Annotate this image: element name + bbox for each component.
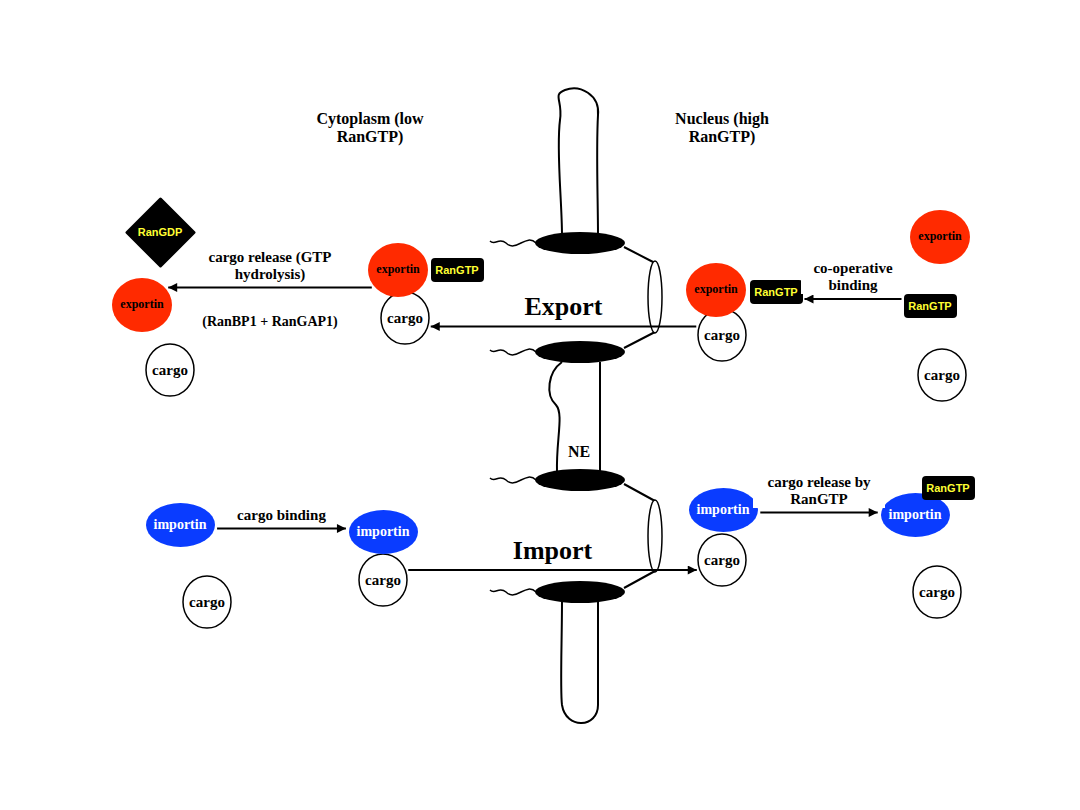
- rangtp-box: RanGTP: [904, 294, 957, 318]
- cargo-ellipse: cargo: [380, 291, 430, 345]
- envelope-label: NE: [559, 443, 599, 461]
- text-wrap: exportin: [367, 242, 429, 298]
- importin-ellipse: importin: [688, 487, 759, 533]
- text-wrap: cargo: [912, 565, 962, 619]
- reaction-arrow: [431, 326, 697, 328]
- region-label: Nucleus (high RanGTP): [647, 110, 797, 146]
- node-text: cargo: [365, 572, 401, 589]
- arrow-label: cargo release (GTP hydrolysis): [198, 249, 342, 283]
- note-label: (RanBP1 + RanGAP1): [185, 314, 355, 330]
- rangdp-diamond: RanGDP: [126, 198, 195, 267]
- cargo-ellipse: cargo: [358, 553, 408, 607]
- region-label: Cytoplasm (low RanGTP): [295, 110, 445, 146]
- node-text: cargo: [152, 362, 188, 379]
- importin-ellipse: importin: [348, 509, 419, 555]
- exportin-circle: exportin: [909, 209, 971, 265]
- rangtp-box: RanGTP: [922, 476, 975, 500]
- rangtp-box: RanGTP: [431, 258, 484, 282]
- cargo-ellipse: cargo: [917, 348, 967, 402]
- membrane: [561, 600, 598, 723]
- text-wrap: importin: [145, 502, 216, 548]
- pore-ring: [535, 232, 625, 254]
- text-wrap: RanGTP: [431, 258, 484, 282]
- text-wrap: importin: [348, 509, 419, 555]
- arrow-label: cargo binding: [215, 507, 349, 524]
- node-text: importin: [154, 517, 207, 532]
- text-wrap: cargo: [917, 348, 967, 402]
- text-wrap: cargo: [380, 291, 430, 345]
- node-text: RanGDP: [138, 226, 183, 238]
- node-text: importin: [889, 507, 942, 522]
- node-text: RanGTP: [754, 286, 797, 298]
- node-text: importin: [697, 502, 750, 517]
- text-wrap: RanGDP: [126, 198, 195, 267]
- text-wrap: importin: [688, 487, 759, 533]
- exportin-circle: exportin: [685, 262, 747, 318]
- text-wrap: RanGTP: [922, 476, 975, 500]
- node-text: cargo: [919, 584, 955, 601]
- text-wrap: exportin: [685, 262, 747, 318]
- text-wrap: RanGTP: [750, 280, 803, 304]
- pore-ring: [535, 469, 625, 491]
- cargo-ellipse: cargo: [697, 533, 747, 587]
- reaction-arrow: [760, 512, 877, 514]
- pore-ring: [535, 581, 625, 603]
- node-text: cargo: [704, 552, 740, 569]
- pore-filament: [490, 589, 536, 595]
- exportin-circle: exportin: [367, 242, 429, 298]
- node-text: cargo: [924, 367, 960, 384]
- text-wrap: cargo: [145, 343, 195, 397]
- pore-filament: [490, 240, 536, 246]
- membrane: [558, 88, 598, 236]
- arrow-label: co-operative binding: [801, 260, 905, 294]
- pore-basket: [648, 500, 662, 572]
- node-text: exportin: [918, 230, 961, 243]
- reaction-arrow: [805, 298, 902, 300]
- node-text: RanGTP: [908, 300, 951, 312]
- reaction-arrow: [217, 528, 346, 530]
- reaction-arrow: [168, 287, 372, 289]
- pore-filament: [490, 349, 536, 355]
- arrow-label: Import: [491, 536, 615, 565]
- node-text: exportin: [376, 263, 419, 276]
- membrane: [549, 362, 600, 472]
- node-text: cargo: [704, 327, 740, 344]
- cargo-ellipse: cargo: [145, 343, 195, 397]
- importin-ellipse: importin: [145, 502, 216, 548]
- cargo-ellipse: cargo: [912, 565, 962, 619]
- text-wrap: exportin: [111, 277, 173, 333]
- node-text: exportin: [694, 283, 737, 296]
- pore-ring: [535, 341, 625, 363]
- pore-basket: [648, 261, 662, 333]
- exportin-circle: exportin: [111, 277, 173, 333]
- arrow-label: Export: [502, 292, 626, 321]
- text-wrap: cargo: [182, 575, 232, 629]
- text-wrap: cargo: [697, 533, 747, 587]
- pore-filament: [490, 477, 536, 483]
- text-wrap: exportin: [909, 209, 971, 265]
- node-text: exportin: [120, 298, 163, 311]
- text-wrap: cargo: [358, 553, 408, 607]
- arrow-label: cargo release by RanGTP: [753, 474, 885, 508]
- reaction-arrow: [408, 569, 697, 571]
- node-text: cargo: [189, 594, 225, 611]
- node-text: RanGTP: [435, 264, 478, 276]
- node-text: cargo: [387, 310, 423, 327]
- node-text: importin: [357, 524, 410, 539]
- rangtp-box: RanGTP: [750, 280, 803, 304]
- node-text: RanGTP: [926, 482, 969, 494]
- text-wrap: RanGTP: [904, 294, 957, 318]
- cargo-ellipse: cargo: [182, 575, 232, 629]
